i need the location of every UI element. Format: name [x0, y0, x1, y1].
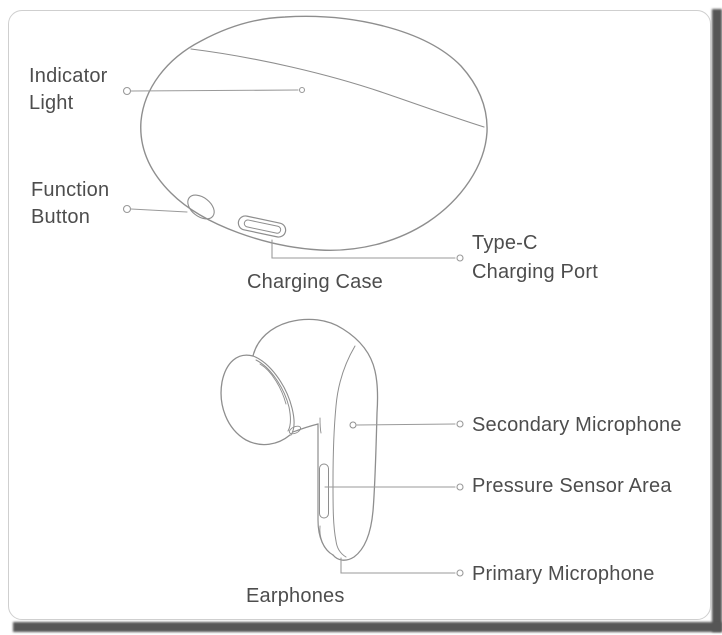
leader-primary-microphone [340, 557, 464, 577]
ear-tip-collar-rim [259, 363, 287, 405]
leader-function-button [122, 204, 188, 214]
page-shadow-right [712, 9, 722, 632]
page-card [8, 10, 711, 620]
caption-earphones: Earphones [246, 585, 345, 607]
case-outline [140, 15, 488, 251]
page-shadow-bottom [13, 622, 722, 632]
pressure-sensor-shape [319, 463, 329, 519]
label-function-button: Function Button [31, 179, 110, 228]
caption-charging-case: Charging Case [247, 271, 384, 293]
charging-case-drawing [140, 15, 488, 251]
leader-lines [122, 86, 464, 577]
label-type-c-charging-port: Type-C Charging Port [472, 232, 598, 283]
secondary-mic-hole [349, 421, 357, 429]
earphone-stem-left-edge [292, 423, 334, 556]
label-secondary-microphone: Secondary Microphone [472, 414, 682, 436]
earphone-stem-bottom-sliver [319, 525, 331, 554]
ear-tip-collar-base [288, 425, 302, 435]
leader-type-c-port [271, 239, 464, 262]
leader-secondary-microphone [356, 420, 464, 428]
earphone-body-outline [252, 318, 379, 561]
function-button-shape [187, 194, 215, 220]
ear-tip-dome [220, 354, 291, 446]
type-c-port-inner [243, 219, 282, 234]
earphone-drawing [220, 318, 379, 561]
ear-tip-collar-inner [255, 359, 291, 432]
type-c-port-outer [237, 215, 287, 238]
ear-tip-collar-outer [252, 355, 295, 436]
label-indicator-light: Indicator Light [29, 65, 108, 114]
label-primary-microphone: Primary Microphone [472, 563, 655, 585]
case-lid-seam [190, 48, 485, 128]
label-pressure-sensor-area: Pressure Sensor Area [472, 475, 672, 497]
earphone-stem-crease [332, 345, 356, 558]
earphone-stem-tick [319, 417, 322, 434]
leader-indicator-light [122, 86, 306, 96]
leader-pressure-sensor [324, 483, 464, 491]
